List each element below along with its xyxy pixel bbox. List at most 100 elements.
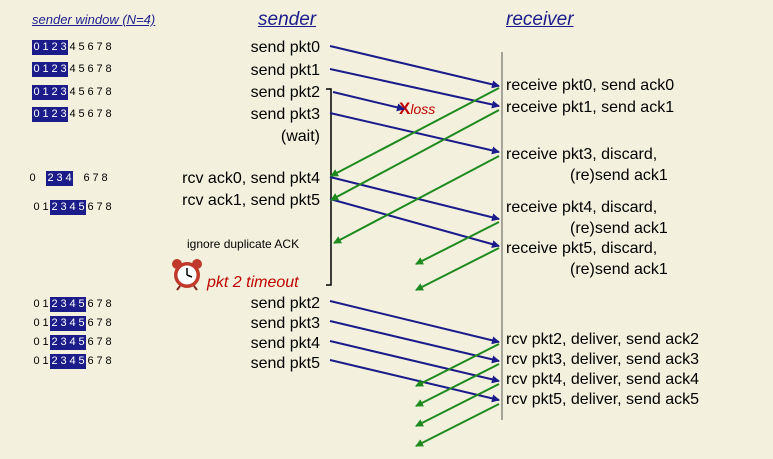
seq-number: 5	[78, 108, 85, 120]
seq-number: 0	[33, 317, 40, 329]
pkt2-arrow-lost	[332, 91, 405, 112]
seq-number: 4	[64, 171, 73, 186]
sender-event: send pkt5	[250, 355, 320, 372]
seq-number: 8	[105, 63, 112, 75]
seq-number: 5	[77, 316, 86, 331]
receiver-event: receive pkt1, send ack1	[506, 99, 675, 116]
seq-number: 2	[50, 62, 59, 77]
receiver-event: (re)send ack1	[570, 167, 668, 184]
seq-number: 0	[33, 336, 40, 348]
sender-event: send pkt3	[250, 315, 320, 332]
receiver-event: (re)send ack1	[570, 261, 668, 278]
sender-event: rcv ack1, send pkt5	[182, 192, 320, 209]
sender-event: send pkt1	[250, 62, 320, 79]
seq-number: 8	[105, 201, 112, 213]
seq-number: 3	[55, 171, 64, 186]
seq-number: 0	[32, 40, 41, 55]
seq-number: 3	[59, 85, 68, 100]
alarm-clock-icon	[172, 259, 202, 291]
ignore-duplicate-ack-note: ignore duplicate ACK	[187, 237, 300, 251]
ack1-dup-arrow	[415, 221, 500, 265]
seq-number: 8	[105, 86, 112, 98]
seq-number: 2	[50, 297, 59, 312]
seq-number: 0	[33, 355, 40, 367]
seq-number: 7	[96, 317, 103, 329]
seq-number: 2	[50, 200, 59, 215]
pkt1-arrow	[329, 68, 500, 109]
sender-window-header: sender window (N=4)	[32, 12, 156, 27]
seq-number: 3	[59, 62, 68, 77]
sender-event: send pkt2	[250, 84, 320, 101]
ack0-arrow	[330, 87, 500, 177]
ack2-arrow	[415, 343, 500, 387]
seq-number: 4	[69, 108, 76, 120]
receiver-event: rcv pkt4, deliver, send ack4	[506, 371, 699, 388]
receiver-event: rcv pkt3, deliver, send ack3	[506, 351, 699, 368]
seq-number: 6	[87, 298, 94, 310]
seq-number: 2	[50, 85, 59, 100]
seq-number: 6	[87, 336, 94, 348]
seq-number: 0	[33, 298, 40, 310]
seq-number: 6	[87, 86, 94, 98]
ack1-dup-arrow	[415, 247, 500, 291]
seq-number: 5	[77, 297, 86, 312]
seq-number: 4	[68, 335, 77, 350]
seq-number: 7	[96, 63, 103, 75]
sender-event: send pkt0	[250, 39, 320, 56]
receiver-event: (re)send ack1	[570, 220, 668, 237]
seq-number: 7	[96, 298, 103, 310]
pkt5-arrow	[329, 198, 500, 248]
seq-number: 0	[29, 172, 36, 184]
ack1-dup-arrow	[333, 155, 500, 244]
seq-number: 7	[96, 355, 103, 367]
seq-number: 1	[42, 355, 49, 367]
receiver-event: receive pkt4, discard,	[506, 199, 658, 216]
pkt0-arrow	[329, 45, 500, 89]
sender-event: send pkt2	[250, 295, 320, 312]
receiver-event: receive pkt3, discard,	[506, 146, 658, 163]
seq-number: 1	[41, 62, 50, 77]
seq-number: 8	[105, 298, 112, 310]
window-row: 002340678	[28, 171, 109, 186]
seq-number: 6	[87, 317, 94, 329]
seq-number: 3	[59, 316, 68, 331]
sender-header: sender	[258, 9, 317, 30]
seq-number: 2	[50, 335, 59, 350]
seq-number: 8	[105, 336, 112, 348]
seq-number: 3	[59, 297, 68, 312]
sender-event: (wait)	[280, 128, 320, 145]
seq-number: 5	[78, 86, 85, 98]
seq-number: 5	[78, 63, 85, 75]
seq-number: 7	[96, 41, 103, 53]
sender-event: rcv ack0, send pkt4	[182, 170, 320, 187]
seq-number: 8	[105, 41, 112, 53]
seq-number: 5	[77, 200, 86, 215]
seq-number: 3	[59, 335, 68, 350]
seq-number: 6	[87, 355, 94, 367]
seq-number: 4	[69, 63, 76, 75]
seq-number: 8	[105, 108, 112, 120]
seq-number: 3	[59, 200, 68, 215]
seq-number: 5	[77, 354, 86, 369]
seq-number: 4	[68, 200, 77, 215]
loss-text: loss	[410, 101, 436, 117]
receiver-event: rcv pkt5, deliver, send ack5	[506, 391, 699, 408]
seq-number: 0	[32, 107, 41, 122]
seq-number: 0	[33, 201, 40, 213]
pkt5-resend-arrow	[329, 359, 500, 403]
seq-number: 5	[78, 41, 85, 53]
seq-number: 4	[69, 41, 76, 53]
seq-number: 3	[59, 354, 68, 369]
pkt4-resend-arrow	[329, 340, 500, 384]
seq-number: 1	[41, 85, 50, 100]
seq-number: 7	[92, 172, 99, 184]
seq-number: 6	[87, 41, 94, 53]
seq-number: 7	[96, 336, 103, 348]
